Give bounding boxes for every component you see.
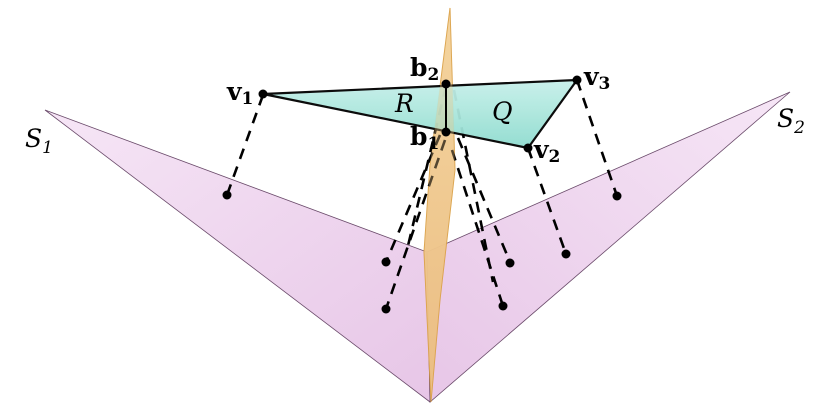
point-v2: [523, 143, 533, 153]
label-s2: S2: [777, 104, 805, 138]
point-b2: [441, 79, 451, 89]
point-b1: [441, 127, 451, 137]
projection-line-b1-a: [384, 134, 442, 263]
label-s1: S1: [25, 124, 53, 158]
projected-point-2: [381, 257, 391, 267]
projected-point-6: [561, 249, 571, 259]
projected-point-7: [612, 191, 622, 201]
projection-line-b1-d: [450, 149, 505, 307]
projected-point-4: [505, 258, 515, 268]
triangle-v1-v2-v3: [261, 78, 579, 150]
projection-line-b2-b: [452, 89, 495, 283]
label-v3: v3: [583, 62, 610, 94]
label-v1: v1: [226, 77, 253, 109]
points: [222, 75, 622, 314]
label-b1: b1: [410, 122, 439, 154]
projected-point-3: [381, 304, 391, 314]
plane-overlay: [424, 8, 455, 402]
projected-point-1: [222, 190, 232, 200]
label-b2: b2: [410, 53, 439, 85]
point-v1: [258, 89, 268, 99]
projected-point-5: [498, 301, 508, 311]
label-q: Q: [492, 97, 513, 126]
projection-line-b1-b: [384, 139, 447, 310]
label-v2: v2: [533, 135, 560, 167]
label-r: R: [394, 89, 414, 118]
surface-s1: [44, 109, 431, 403]
point-v3: [572, 75, 582, 85]
projection-line-b1-c: [456, 137, 512, 263]
projection-line-v3: [575, 79, 619, 197]
